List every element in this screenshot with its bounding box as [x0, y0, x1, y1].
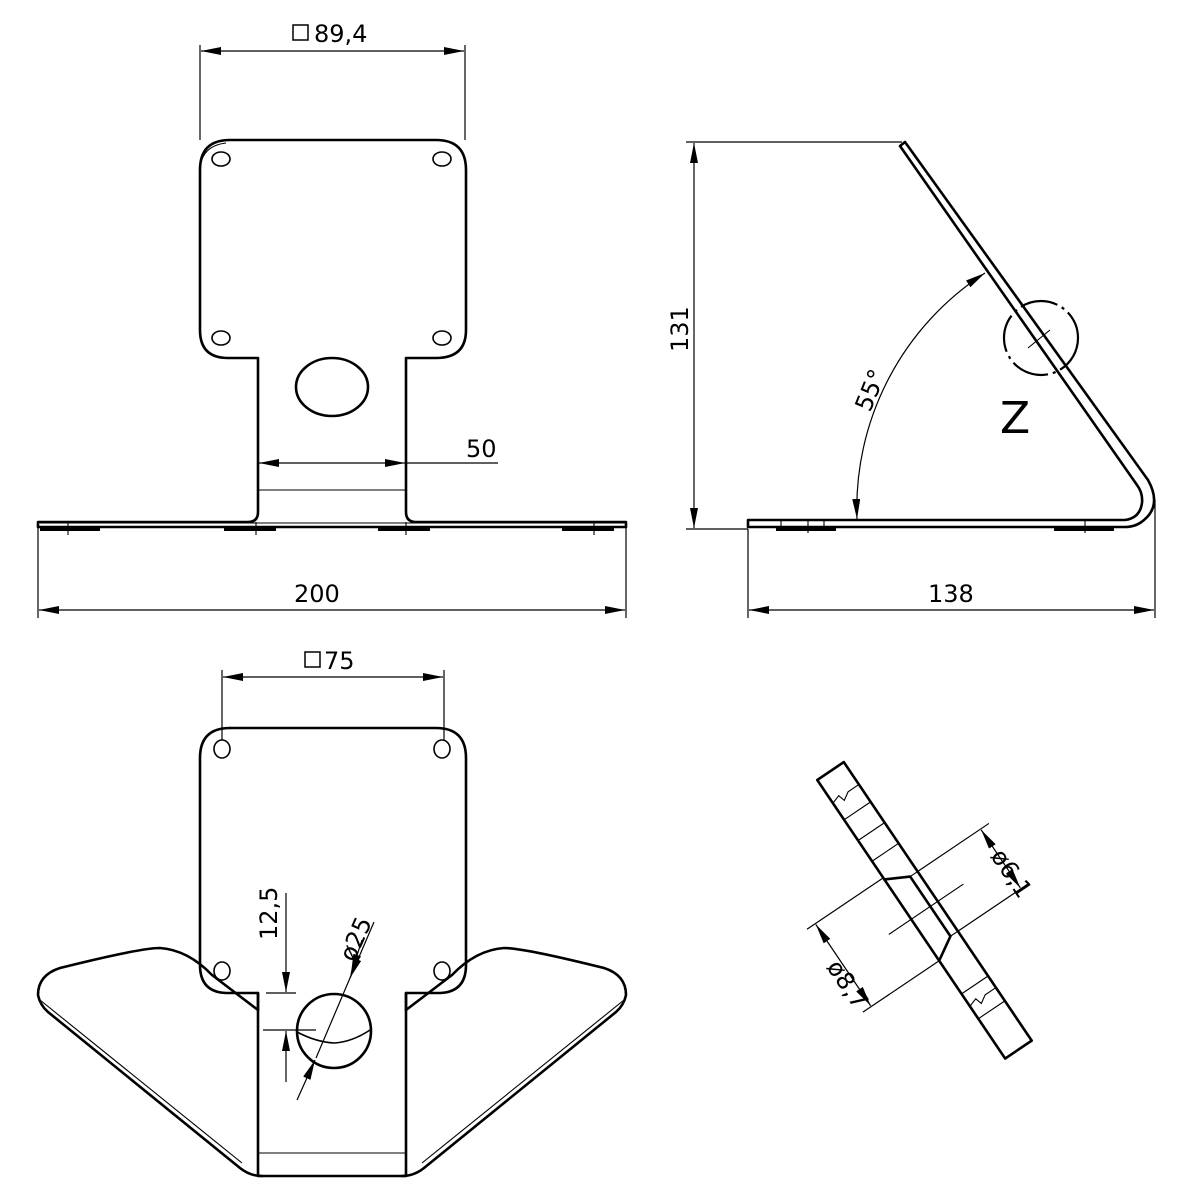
- top-plate-outline: [228, 726, 468, 1012]
- front-view: 89,4 50 200: [36, 20, 628, 618]
- dim-depth: 138: [928, 580, 974, 608]
- dim-countersink-outer: ø8,7: [821, 955, 874, 1014]
- mount-hole-icon: [213, 961, 231, 981]
- side-view: Z 131 55° 138: [666, 140, 1156, 618]
- right-wing-outline: [400, 946, 628, 1178]
- dim-height: 131: [666, 306, 694, 352]
- dim-countersink-inner: ø6,1: [985, 844, 1038, 903]
- mount-hole-icon: [432, 330, 452, 346]
- cable-hole-icon: [295, 992, 373, 1070]
- mount-hole-icon: [433, 739, 451, 759]
- dim-hole-pattern: 75: [324, 647, 355, 675]
- detail-z-marker-icon: [1002, 299, 1080, 377]
- mount-hole-icon: [211, 151, 231, 167]
- dim-overall-width: 200: [294, 580, 340, 608]
- dim-neck-width: 50: [466, 435, 497, 463]
- mount-hole-icon: [433, 961, 451, 981]
- mount-hole-icon: [432, 151, 452, 167]
- dim-hole-diameter: ø25: [334, 913, 378, 966]
- mount-hole-icon: [213, 739, 231, 759]
- dim-plate-width: 89,4: [314, 20, 367, 48]
- front-plate-outline: [36, 138, 628, 529]
- top-view: 75 12,5 ø25: [36, 647, 628, 1178]
- dim-hole-offset: 12,5: [255, 887, 283, 940]
- detail-label-z: Z: [1000, 393, 1030, 444]
- mount-hole-icon: [211, 330, 231, 346]
- cable-hole-icon: [294, 356, 370, 418]
- dim-angle: 55°: [850, 365, 892, 415]
- square-symbol-icon: [304, 651, 321, 668]
- detail-z-view: ø6,1 ø8,7: [806, 760, 1038, 1060]
- side-profile-outline: [746, 140, 1156, 529]
- square-symbol-icon: [292, 24, 309, 41]
- left-wing-outline: [36, 946, 264, 1178]
